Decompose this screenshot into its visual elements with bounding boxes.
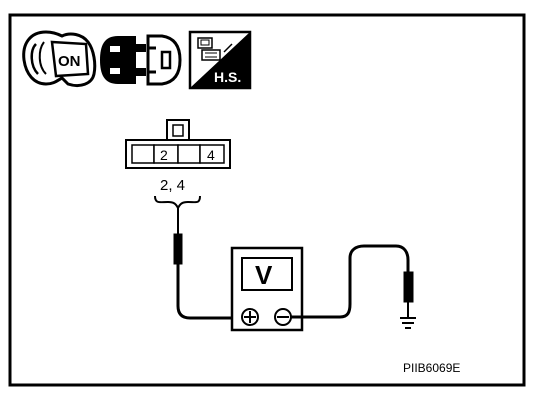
terminal-4-label: 4	[207, 147, 215, 163]
disconnected-connector-icon	[100, 34, 182, 86]
negative-terminal-icon	[274, 308, 292, 326]
ignition-on-text: ON	[58, 53, 81, 70]
harness-side-text: H.S.	[214, 69, 241, 85]
ground-icon	[400, 317, 416, 329]
terminal-brace	[154, 195, 201, 211]
positive-terminal-icon	[241, 308, 259, 326]
terminal-cell-1	[131, 144, 155, 164]
terminal-cell-3	[177, 144, 201, 164]
diagram-border	[8, 13, 526, 387]
terminal-reference-label: 2, 4	[160, 177, 185, 194]
negative-probe-lead	[291, 244, 414, 319]
ignition-key-on-icon: ON	[22, 30, 97, 88]
figure-id: PIIB6069E	[403, 361, 460, 375]
terminal-2-label: 2	[160, 147, 168, 163]
terminal-cell-4	[199, 144, 225, 164]
harness-side-icon: H.S.	[188, 30, 252, 90]
voltmeter-display: V	[255, 260, 273, 290]
voltmeter: V	[230, 246, 304, 332]
harness-connector: 2 4	[125, 119, 231, 169]
positive-probe-lead	[173, 208, 240, 320]
